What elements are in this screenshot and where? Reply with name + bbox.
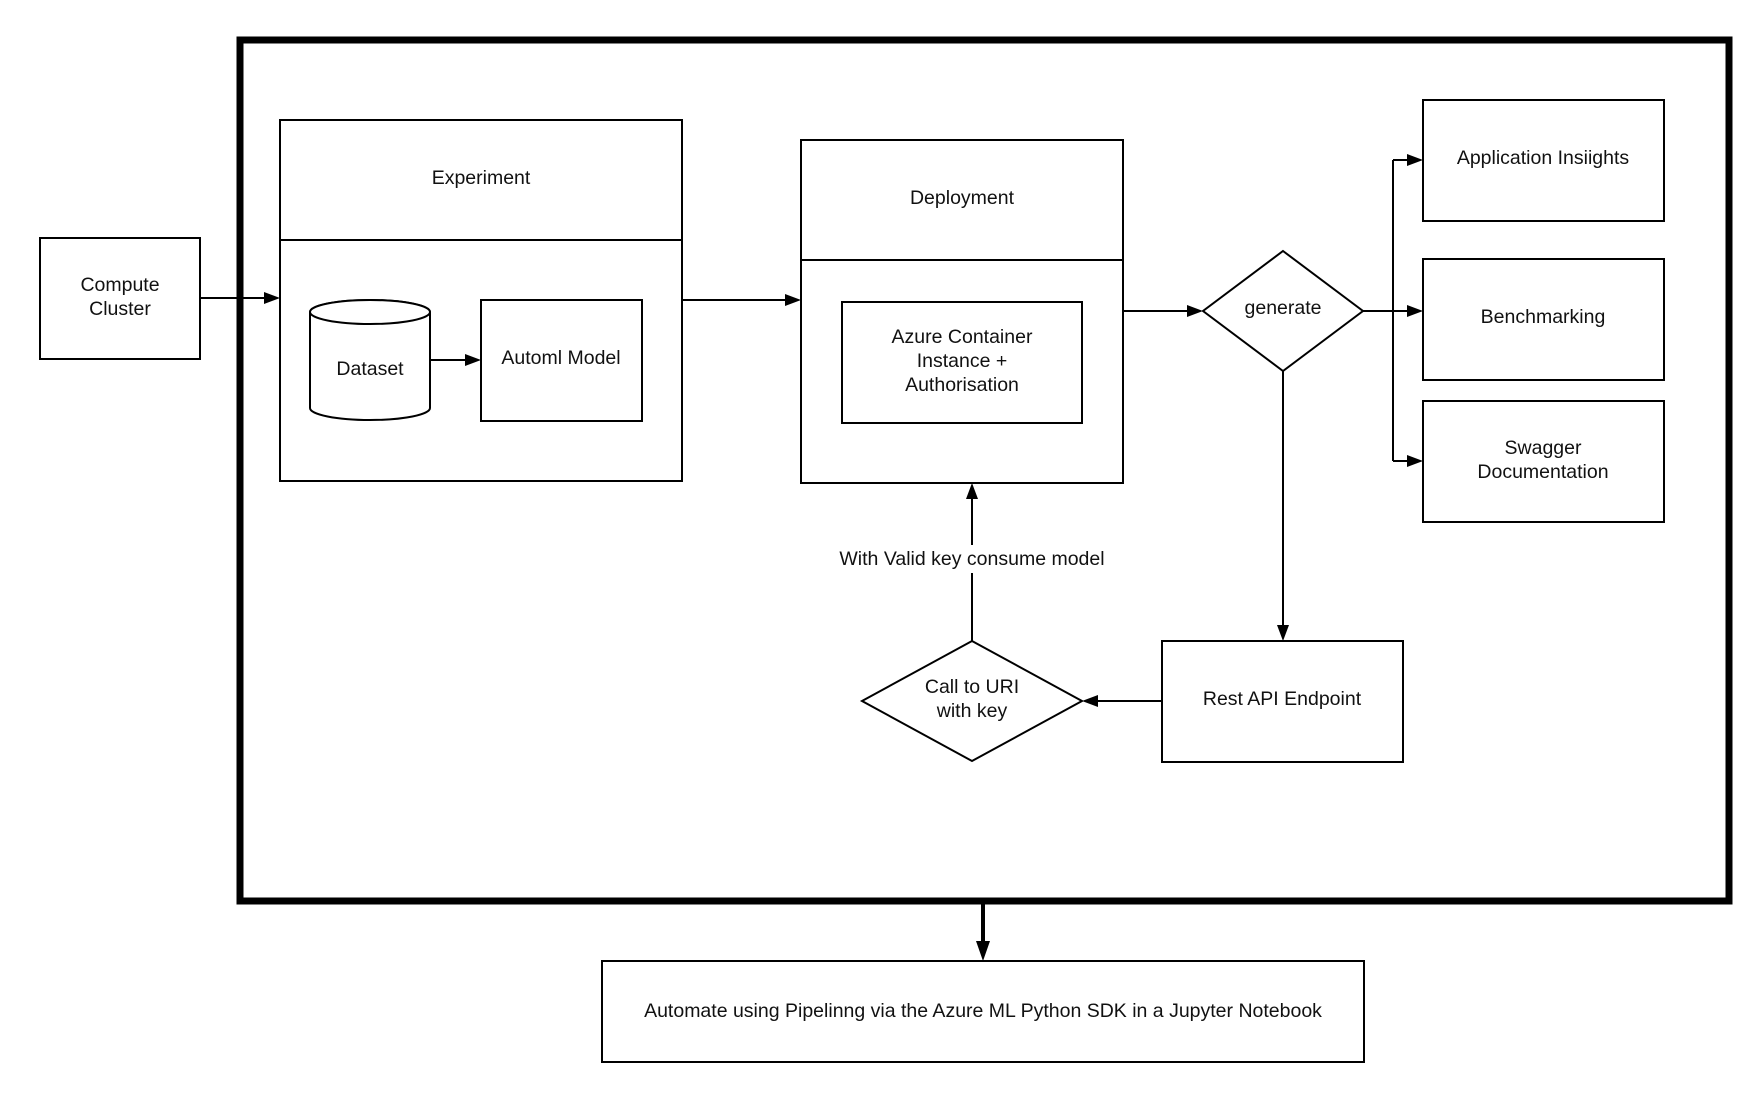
azure-container-box: [841, 301, 1083, 424]
arrow-head: [1407, 154, 1423, 166]
edge-label-background: [828, 545, 1116, 573]
rest-api-endpoint-box: [1161, 640, 1404, 763]
arrow-head: [1187, 305, 1203, 317]
edge-generate-fanout: [1363, 160, 1394, 461]
arrow-head: [785, 294, 801, 306]
edge-label-consume-model: With Valid key consume model: [839, 548, 1104, 570]
arrow-head: [1277, 625, 1289, 641]
application-insights-label: Application Insiights: [1457, 147, 1630, 169]
edge-dataset-to-automl: [430, 354, 481, 366]
edge-generate-to-swagger: [1393, 455, 1423, 467]
rest-api-endpoint-label: Rest API Endpoint: [1203, 688, 1362, 710]
arrow-head: [1407, 305, 1423, 317]
edge-generate-to-rest-api: [1277, 371, 1289, 641]
arrow-head: [1082, 695, 1098, 707]
automl-model-node: Automl Model: [480, 299, 643, 422]
azure-container-node: Azure Container Instance + Authorisation: [841, 301, 1083, 424]
edge-deployment-to-generate: [1123, 305, 1203, 317]
swagger-documentation-box: [1422, 400, 1665, 523]
dataset-label: Dataset: [336, 358, 404, 380]
automl-model-box: [480, 299, 643, 422]
call-to-uri-label-line2: with key: [936, 700, 1008, 722]
deployment-container: Deployment Azure Container Instance + Au…: [800, 139, 1124, 484]
benchmarking-node: Benchmarking: [1422, 258, 1665, 381]
automate-pipelining-box: [601, 960, 1365, 1063]
azure-container-label-line3: Authorisation: [905, 374, 1019, 396]
swagger-documentation-node: Swagger Documentation: [1422, 400, 1665, 523]
azure-container-label-line1: Azure Container: [892, 326, 1033, 348]
rest-api-endpoint-node: Rest API Endpoint: [1161, 640, 1404, 763]
edge-call-uri-to-deployment: With Valid key consume model: [828, 483, 1116, 641]
swagger-documentation-label-line2: Documentation: [1477, 461, 1608, 483]
generate-node: generate: [1201, 249, 1365, 373]
call-to-uri-label-line1: Call to URI: [925, 676, 1019, 698]
azure-container-label-line2: Instance +: [917, 350, 1008, 372]
compute-cluster-box: [39, 237, 201, 360]
pipeline-frame: [236, 36, 1733, 905]
deployment-title: Deployment: [910, 187, 1015, 209]
dataset-cylinder-top: [309, 299, 431, 325]
automate-pipelining-label: Automate using Pipelinng via the Azure M…: [644, 1000, 1322, 1022]
compute-cluster-node: Compute Cluster: [39, 237, 201, 360]
edge-rest-api-to-call-uri: [1082, 695, 1162, 707]
application-insights-box: [1422, 99, 1665, 222]
automate-pipelining-node: Automate using Pipelinng via the Azure M…: [601, 960, 1365, 1063]
compute-cluster-label-line2: Cluster: [89, 298, 151, 320]
call-to-uri-node: Call to URI with key: [859, 639, 1085, 763]
experiment-container: Experiment Dataset Automl Model: [279, 119, 683, 482]
generate-label: generate: [1245, 297, 1322, 319]
arrow-head: [966, 483, 978, 499]
application-insights-node: Application Insiights: [1422, 99, 1665, 222]
automl-model-label: Automl Model: [501, 347, 620, 369]
edge-generate-to-application-insights: [1393, 154, 1423, 166]
benchmarking-box: [1422, 258, 1665, 381]
arrow-head: [1407, 455, 1423, 467]
arrow-head: [976, 941, 990, 961]
arrow-head: [264, 292, 280, 304]
arrow-head: [465, 354, 481, 366]
swagger-documentation-label-line1: Swagger: [1505, 437, 1582, 459]
call-to-uri-diamond: [859, 639, 1085, 763]
edge-generate-to-benchmarking: [1393, 305, 1423, 317]
edge-frame-to-automate: [976, 904, 990, 961]
compute-cluster-label-line1: Compute: [80, 274, 159, 296]
benchmarking-label: Benchmarking: [1481, 306, 1606, 328]
edge-experiment-to-deployment: [682, 294, 801, 306]
edge-compute-to-experiment: [200, 292, 280, 304]
experiment-title: Experiment: [432, 167, 531, 189]
dataset-node: Dataset: [309, 299, 431, 421]
